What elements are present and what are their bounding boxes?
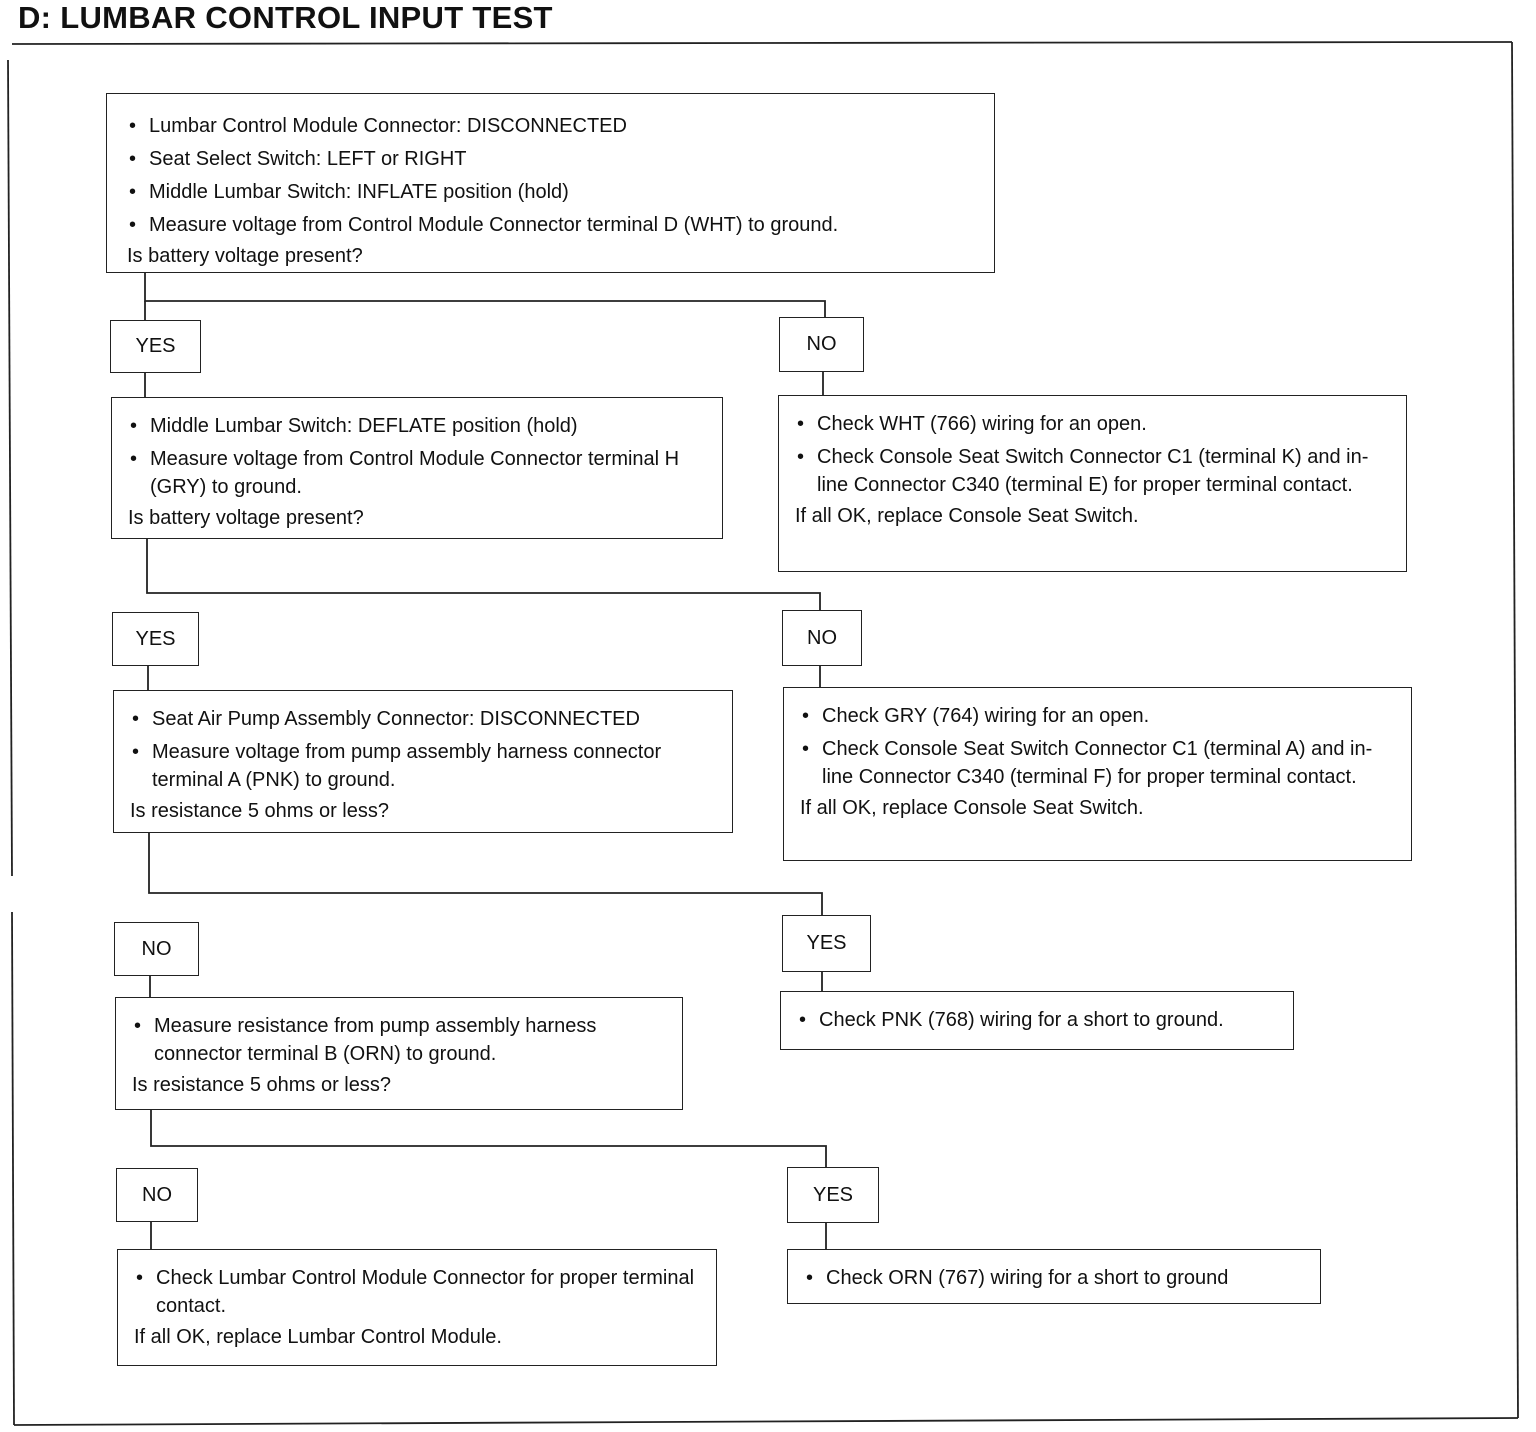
bullet-item: Seat Air Pump Assembly Connector: DISCON… [130,705,716,733]
title-underline [11,41,1513,45]
bullet-list: Check ORN (767) wiring for a short to gr… [804,1264,1304,1292]
decision-label-no: NO [779,317,864,372]
bullet-item: Check Lumbar Control Module Connector fo… [134,1264,700,1320]
bullet-item: Middle Lumbar Switch: INFLATE position (… [127,178,978,206]
result-gry-wiring-check: Check GRY (764) wiring for an open. Check… [783,687,1412,861]
frame-right-border [1511,41,1519,1419]
decision-label-no: NO [114,922,199,976]
result-orn-short-check: Check ORN (767) wiring for a short to gr… [787,1249,1321,1304]
step-pump-pnk-check: Seat Air Pump Assembly Connector: DISCON… [113,690,733,833]
bullet-item: Measure voltage from pump assembly harne… [130,738,716,794]
step-lumbar-inflate-check: Lumbar Control Module Connector: DISCONN… [106,93,995,273]
bullet-item: Check Console Seat Switch Connector C1 (… [795,443,1390,499]
bullet-item: Measure resistance from pump assembly ha… [132,1012,666,1068]
result-pnk-short-check: Check PNK (768) wiring for a short to gr… [780,991,1294,1050]
decision-label-yes: YES [112,612,199,666]
bullet-item: Middle Lumbar Switch: DEFLATE position (… [128,412,706,440]
connector-step1-branch [144,273,826,318]
bullet-item: Check Console Seat Switch Connector C1 (… [800,735,1395,791]
frame-left-border-lower [11,911,15,1426]
step-question: Is resistance 5 ohms or less? [132,1074,391,1096]
decision-label-no: NO [782,610,862,666]
bullet-item: Measure voltage from Control Module Conn… [128,445,706,501]
bullet-item: Check PNK (768) wiring for a short to gr… [797,1006,1277,1034]
bullet-item: Check WHT (766) wiring for an open. [795,410,1390,438]
decision-label-no: NO [116,1168,198,1222]
frame-bottom-border [13,1417,1519,1426]
step-question: Is resistance 5 ohms or less? [130,800,389,822]
bullet-list: Middle Lumbar Switch: DEFLATE position (… [128,412,706,501]
connector-step3-branch [148,833,823,916]
step-lumbar-deflate-check: Middle Lumbar Switch: DEFLATE position (… [111,397,723,539]
bullet-item: Measure voltage from Control Module Conn… [127,211,978,239]
step-pump-orn-check: Measure resistance from pump assembly ha… [115,997,683,1110]
step-question: Is battery voltage present? [127,245,363,267]
page-title: D: LUMBAR CONTROL INPUT TEST [18,0,553,35]
bullet-item: Check GRY (764) wiring for an open. [800,702,1395,730]
bullet-item: Lumbar Control Module Connector: DISCONN… [127,112,978,140]
result-wht-wiring-check: Check WHT (766) wiring for an open. Check… [778,395,1407,572]
decision-label-yes: YES [787,1167,879,1223]
result-lumbar-module-check: Check Lumbar Control Module Connector fo… [117,1249,717,1366]
bullet-item: Seat Select Switch: LEFT or RIGHT [127,145,978,173]
bullet-list: Seat Air Pump Assembly Connector: DISCON… [130,705,716,794]
step-question: Is battery voltage present? [128,507,364,529]
step-question: If all OK, replace Lumbar Control Module… [134,1326,502,1348]
connector-step2-branch [146,539,821,611]
step-question: If all OK, replace Console Seat Switch. [800,797,1144,819]
decision-label-yes: YES [782,915,871,972]
bullet-list: Lumbar Control Module Connector: DISCONN… [127,112,978,239]
bullet-list: Check GRY (764) wiring for an open. Check… [800,702,1395,791]
bullet-list: Check PNK (768) wiring for a short to gr… [797,1006,1277,1034]
frame-left-border [7,59,13,877]
bullet-list: Measure resistance from pump assembly ha… [132,1012,666,1068]
bullet-item: Check ORN (767) wiring for a short to gr… [804,1264,1304,1292]
decision-label-yes: YES [110,320,201,373]
connector-step4-branch [150,1110,827,1167]
step-question: If all OK, replace Console Seat Switch. [795,505,1139,527]
bullet-list: Check WHT (766) wiring for an open. Check… [795,410,1390,499]
bullet-list: Check Lumbar Control Module Connector fo… [134,1264,700,1320]
